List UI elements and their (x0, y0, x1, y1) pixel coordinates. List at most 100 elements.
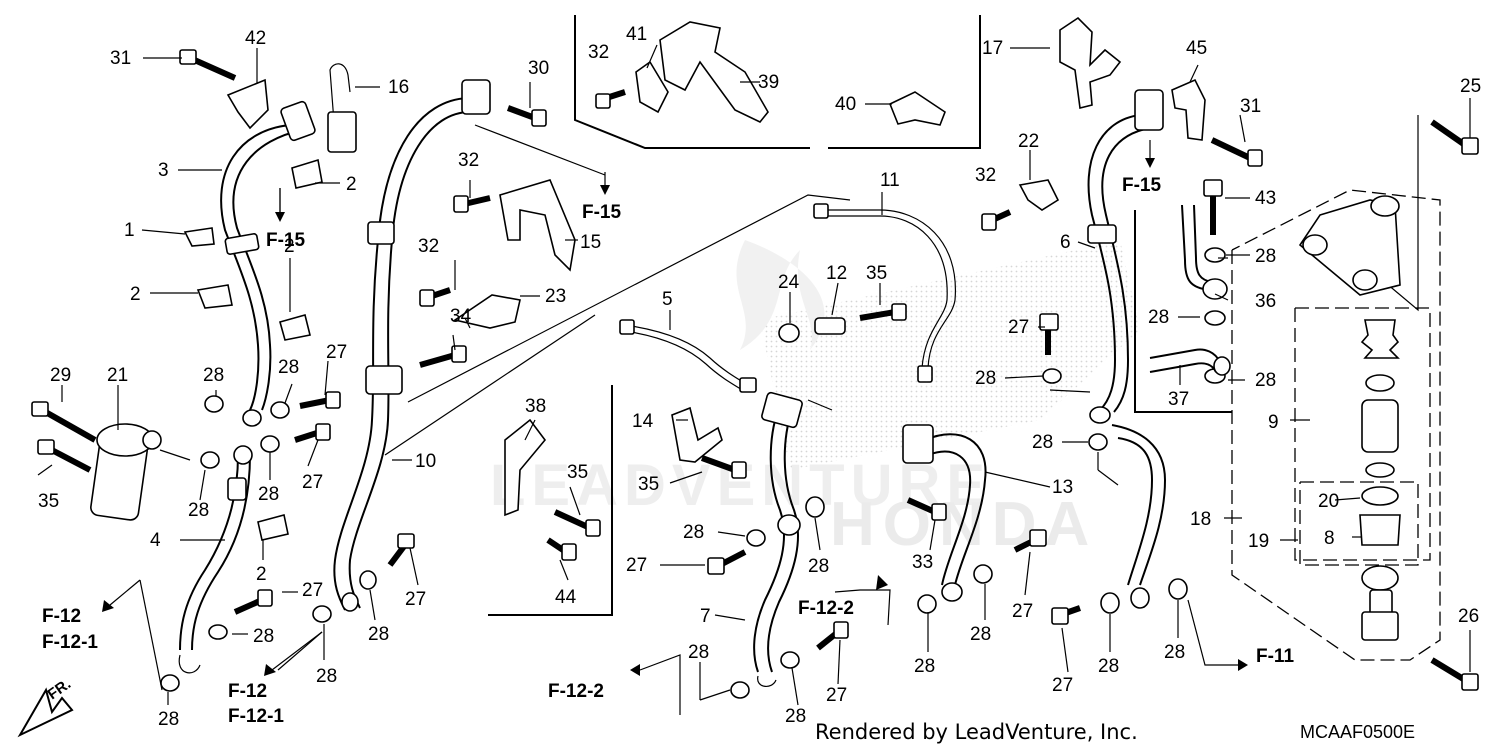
bolts-32-center (419, 105, 547, 368)
ref-f15: F-15 (266, 230, 306, 251)
clamp-22 (981, 179, 1060, 231)
brake-line-16 (327, 63, 357, 153)
brake-hose-6 (1087, 89, 1167, 609)
callout-28: 28 (1148, 307, 1169, 328)
callout-28: 28 (1255, 370, 1276, 391)
callout-10: 10 (415, 451, 436, 472)
ref-f12-2: F-12-2 (548, 681, 604, 702)
callout-28: 28 (1032, 432, 1053, 453)
callout-20: 20 (1318, 491, 1339, 512)
bracket-15 (499, 179, 576, 272)
callout-28: 28 (368, 624, 389, 645)
callout-33: 33 (912, 552, 933, 573)
callout-42: 42 (245, 28, 266, 49)
callout-32: 32 (458, 150, 479, 171)
bracket-17 (1059, 16, 1122, 109)
brake-pipe-11 (813, 203, 956, 383)
callout-28: 28 (203, 365, 224, 386)
callout-31: 31 (110, 48, 131, 69)
ref-f11: F-11 (1256, 646, 1294, 667)
master-cylinder-21 (90, 423, 162, 521)
callout-7: 7 (700, 606, 711, 627)
callout-labels: 31 42 16 3 2 1 2 2 30 32 41 39 40 17 45 … (38, 24, 1481, 730)
callout-22: 22 (1018, 131, 1039, 152)
callout-27: 27 (326, 342, 347, 363)
callout-39: 39 (758, 72, 779, 93)
callout-28: 28 (1098, 656, 1119, 677)
brake-hose-7 (753, 391, 803, 687)
callout-13: 13 (1052, 477, 1073, 498)
callout-28: 28 (188, 500, 209, 521)
clamp-42 (226, 78, 269, 130)
callout-28: 28 (914, 656, 935, 677)
clamp-40 (888, 91, 946, 126)
callout-2: 2 (346, 174, 357, 195)
callout-3: 3 (158, 160, 169, 181)
callout-27: 27 (1012, 601, 1033, 622)
callout-44: 44 (555, 587, 577, 608)
parts-24-12-35 (778, 303, 907, 343)
ref-f12-1: F-12-1 (42, 632, 98, 653)
bolt-29 (31, 401, 97, 443)
diagram-code: MCAAF0500E (1300, 722, 1416, 742)
callout-32: 32 (588, 42, 609, 63)
ref-f12-1: F-12-1 (228, 706, 284, 727)
ref-f12: F-12 (228, 681, 267, 702)
callout-38: 38 (525, 396, 546, 417)
callout-35: 35 (567, 462, 588, 483)
callout-27: 27 (302, 580, 323, 601)
callout-30: 30 (528, 58, 549, 79)
callout-21: 21 (107, 365, 128, 386)
callout-19: 19 (1248, 531, 1269, 552)
brake-pipe-5 (619, 319, 757, 393)
callout-25: 25 (1460, 76, 1481, 97)
callout-41: 41 (626, 24, 647, 45)
bracket-23 (453, 294, 521, 329)
callout-43: 43 (1255, 188, 1276, 209)
ref-f12-2: F-12-2 (798, 598, 854, 619)
callout-5: 5 (662, 289, 673, 310)
bolt-31-top-left (179, 49, 237, 81)
callout-28: 28 (253, 626, 274, 647)
callout-15: 15 (580, 232, 601, 253)
callout-6: 6 (1060, 232, 1071, 253)
callout-26: 26 (1458, 606, 1479, 627)
bracket-38 (504, 418, 547, 517)
ref-f15: F-15 (1122, 175, 1162, 196)
callout-28: 28 (975, 368, 996, 389)
bolts-27-left (233, 391, 415, 615)
callout-12: 12 (826, 263, 847, 284)
reference-arrows (17, 158, 1248, 738)
callout-29: 29 (50, 365, 71, 386)
callout-28: 28 (316, 666, 337, 687)
callout-11: 11 (880, 170, 900, 191)
callout-1: 1 (124, 220, 135, 241)
callout-34: 34 (450, 306, 472, 327)
svg-text:HONDA: HONDA (830, 490, 1097, 559)
parts-27-28-center-right (1039, 313, 1188, 625)
callout-45: 45 (1186, 38, 1207, 59)
bolt-35-left (37, 439, 92, 473)
callout-8: 8 (1324, 528, 1335, 549)
frame-lines (384, 15, 1441, 661)
callout-35: 35 (38, 491, 59, 512)
callout-28: 28 (688, 642, 709, 663)
reservoir-parts-36-37-43 (1149, 179, 1231, 384)
callout-27: 27 (1052, 675, 1073, 696)
callout-16: 16 (388, 77, 409, 98)
bracket-14 (671, 406, 723, 463)
callout-32: 32 (418, 236, 439, 257)
callout-27: 27 (302, 472, 323, 493)
callout-4: 4 (150, 530, 161, 551)
render-credit: Rendered by LeadVenture, Inc. (815, 720, 1138, 744)
callout-31: 31 (1240, 96, 1261, 117)
callout-28: 28 (258, 484, 279, 505)
callout-28: 28 (1164, 642, 1185, 663)
brake-hose-13 (902, 424, 1047, 614)
callout-28: 28 (970, 624, 991, 645)
callout-28: 28 (808, 556, 829, 577)
callout-27: 27 (826, 685, 847, 706)
ref-f15: F-15 (582, 202, 622, 223)
callout-23: 23 (545, 286, 566, 307)
clamp-45-bolt-31-right (1171, 78, 1263, 167)
